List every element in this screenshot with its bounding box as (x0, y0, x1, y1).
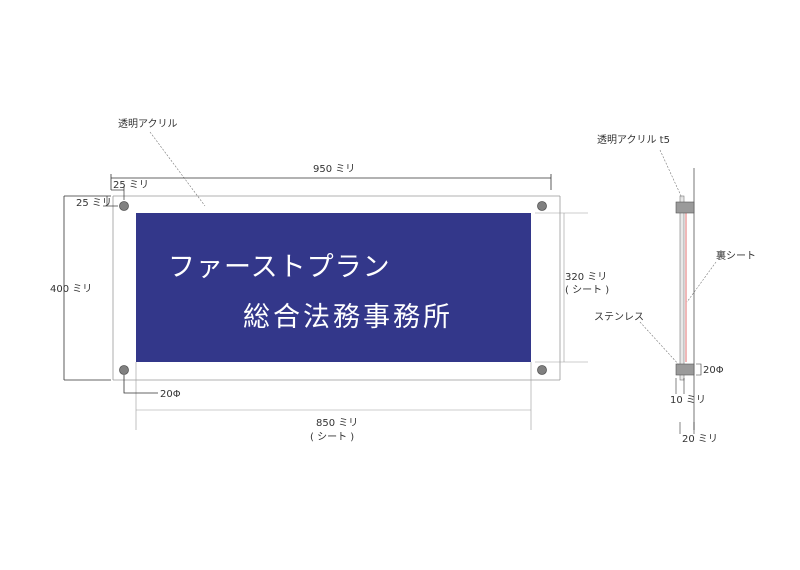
dimension-standoff-offset (679, 422, 695, 434)
standoff-bottom (675, 363, 695, 376)
dimension-sheet-height (535, 212, 588, 363)
callout-leader-stainless (639, 321, 681, 367)
standoff-top (675, 201, 695, 214)
acrylic-plate-side (679, 195, 685, 381)
dim-sheet-width-note: ( シート ) (310, 432, 354, 443)
standoff-diameter-bracket (696, 363, 702, 376)
side-view: 透明アクリル t5 裏シート ステンレス 20Φ 10 ミリ 20 ミリ (594, 134, 756, 445)
front-view: ファーストプラン 総合法務事務所 透明アクリル 950 ミリ 25 ミリ 25 … (50, 118, 609, 443)
dim-sheet-height-label: 320 ミリ (565, 272, 607, 283)
screw-top-right (537, 201, 547, 211)
sign-line1: ファーストプラン (168, 252, 391, 283)
dim-sheet-height-note: ( シート ) (565, 285, 609, 296)
callout-back-sheet-label: 裏シート (716, 249, 756, 262)
dimension-standoff-length (675, 378, 685, 394)
standoff-length-label: 10 ミリ (670, 395, 706, 406)
dimension-corner-x (111, 186, 125, 200)
hole-diameter-label: 20Φ (160, 389, 181, 400)
sign-panel (136, 213, 531, 362)
screw-top-left (119, 201, 129, 211)
screw-bottom-left (119, 365, 129, 375)
standoff-offset-label: 20 ミリ (682, 434, 718, 445)
dimension-width-total (110, 174, 552, 190)
dim-corner-y-label: 25 ミリ (76, 198, 112, 209)
sign-line2: 総合法務事務所 (243, 302, 453, 333)
callout-leader-acrylic (149, 131, 206, 207)
dim-height-total-label: 400 ミリ (50, 284, 92, 295)
dim-corner-x-label: 25 ミリ (113, 180, 149, 191)
screw-bottom-right (537, 365, 547, 375)
acrylic-plate-outline (112, 195, 561, 381)
dim-sheet-width-label: 850 ミリ (316, 418, 358, 429)
dimension-corner-y (103, 196, 118, 207)
callout-stainless-label: ステンレス (594, 312, 644, 323)
callout-acrylic-label: 透明アクリル (118, 118, 178, 130)
callout-leader-acrylic-t5 (659, 149, 683, 199)
dimension-height-total (63, 195, 111, 381)
hole-diameter-leader (123, 375, 158, 394)
dim-width-total-label: 950 ミリ (313, 164, 355, 175)
dimension-sheet-width (135, 362, 532, 430)
callout-leader-back-sheet (686, 261, 717, 303)
standoff-diameter-label: 20Φ (703, 365, 724, 376)
callout-acrylic-t5-label: 透明アクリル t5 (597, 134, 670, 146)
